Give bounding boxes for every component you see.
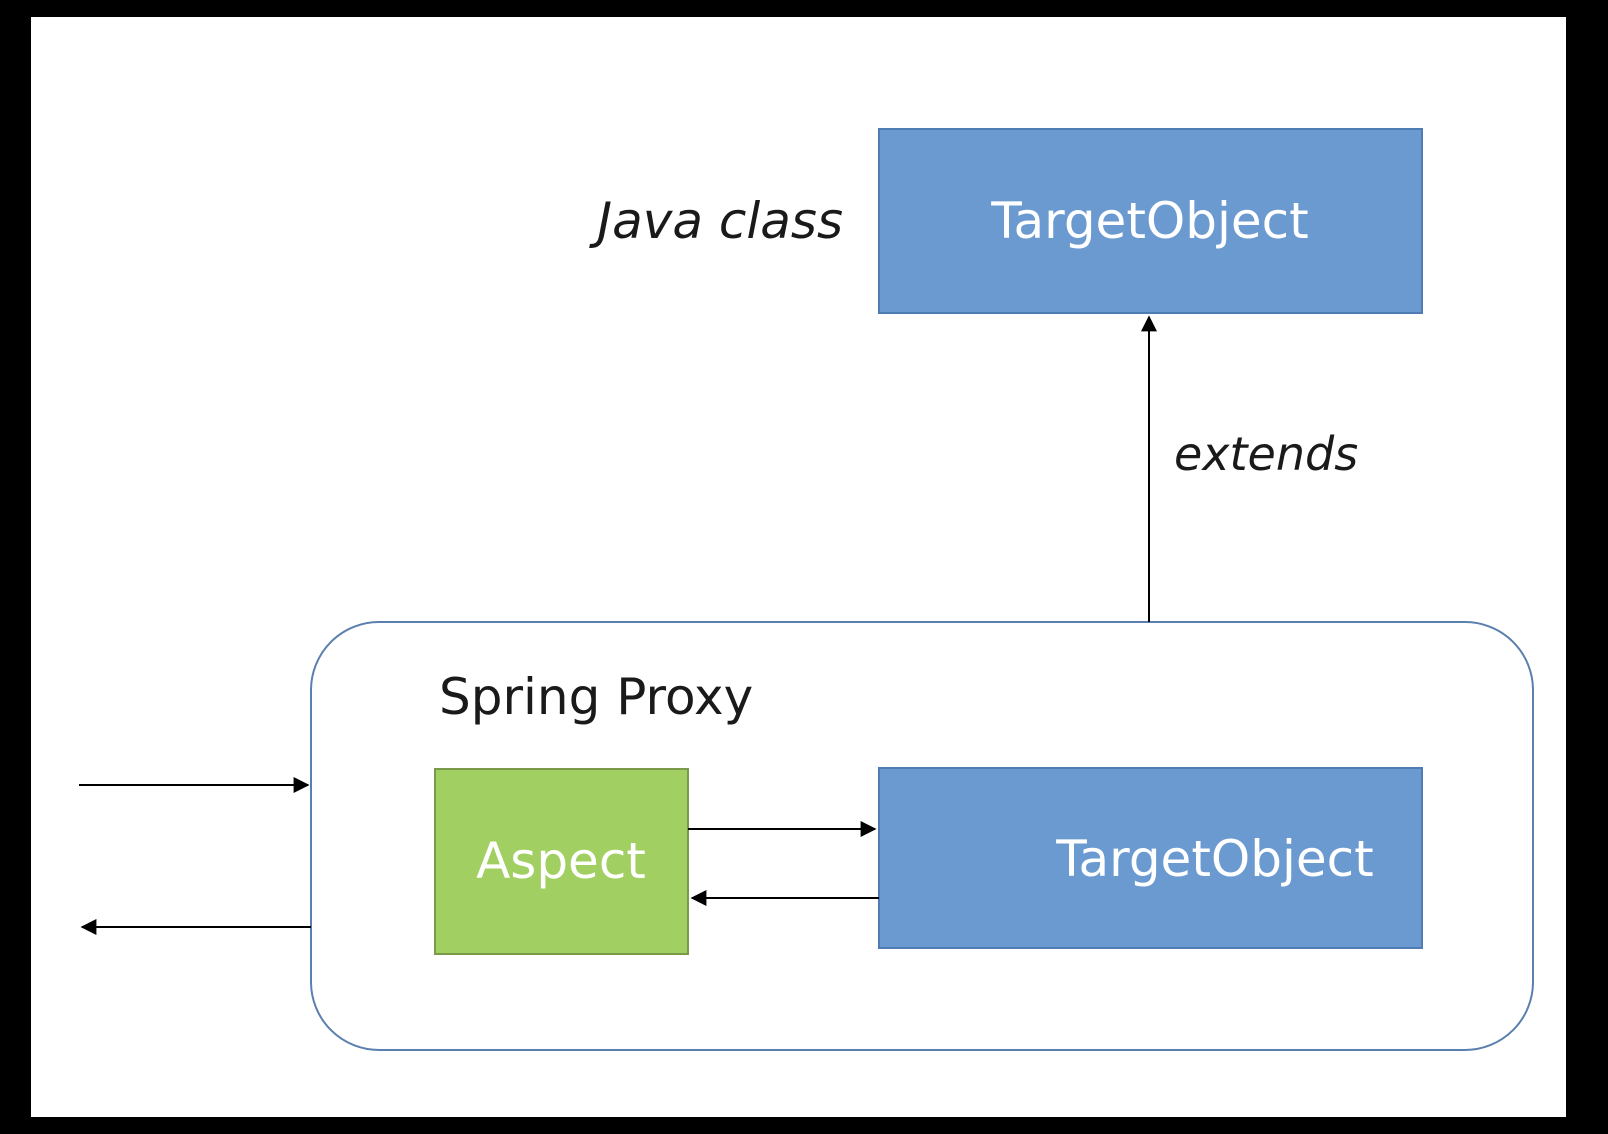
target-object-class-label: TargetObject [990, 192, 1309, 250]
aspect-label: Aspect [476, 832, 646, 890]
target-object-class-box [878, 128, 1423, 314]
target-object-inner-box [878, 767, 1423, 949]
target-object-inner-label: TargetObject [1055, 830, 1374, 888]
aspect-box [434, 768, 689, 955]
extends-label: extends [1174, 427, 1358, 481]
spring-proxy-label: Spring Proxy [439, 668, 753, 726]
java-class-label: Java class [588, 192, 843, 250]
